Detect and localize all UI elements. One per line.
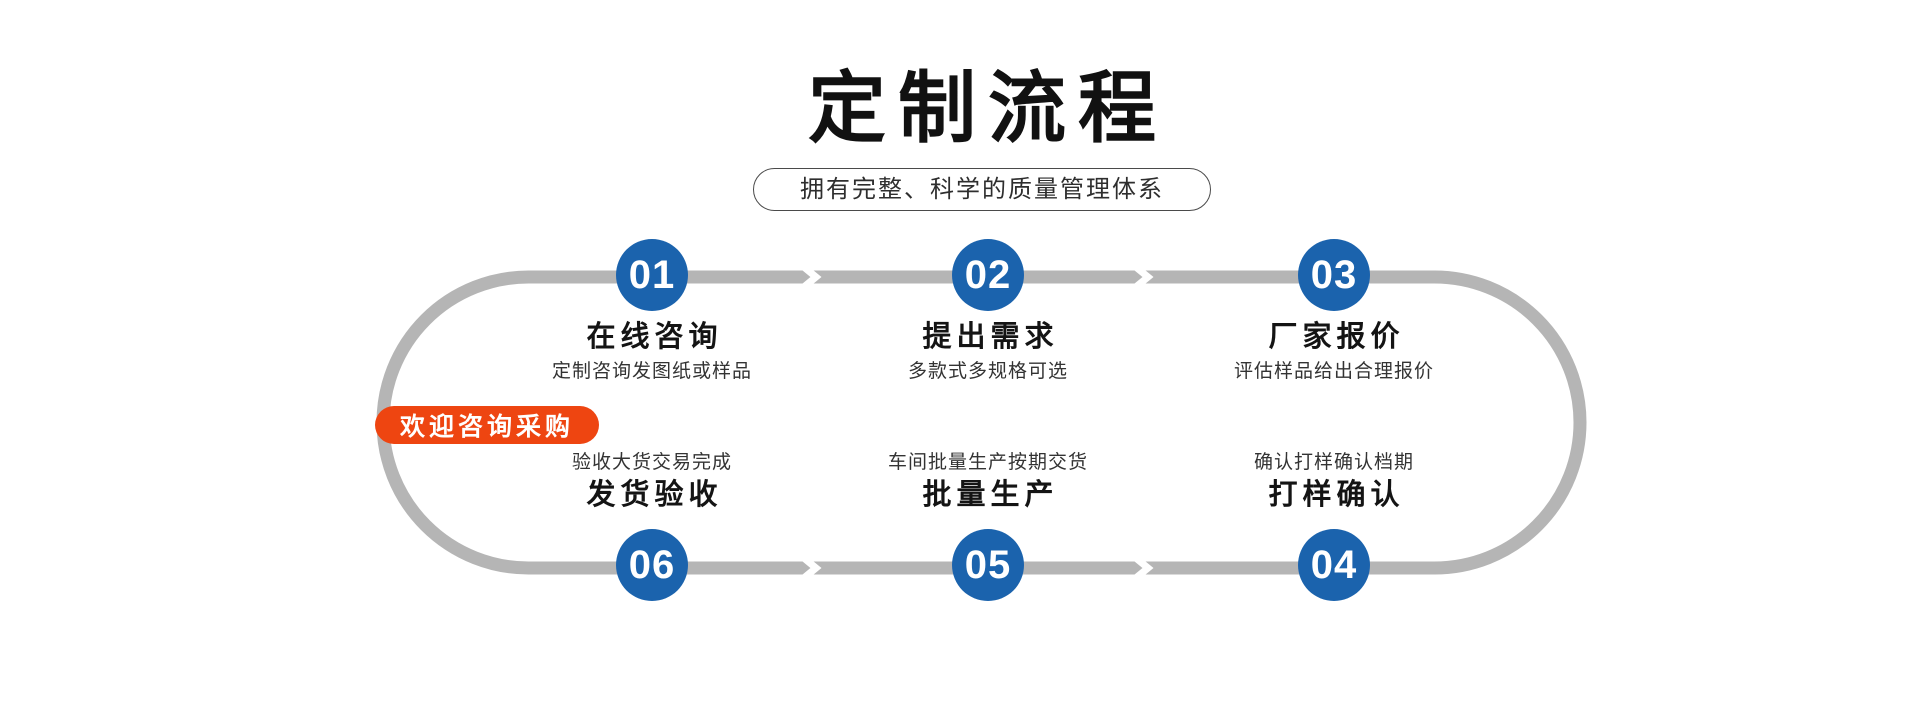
step-title: 在线咨询: [586, 321, 723, 353]
step-02-number-circle: 02: [952, 239, 1024, 311]
step-group-01: 01 在线咨询 定制咨询发图纸或样品: [482, 239, 822, 384]
step-number: 02: [964, 253, 1012, 297]
step-desc: 多款式多规格可选: [907, 360, 1068, 382]
step-03-number-circle: 03: [1298, 239, 1370, 311]
step-05-number-circle: 05: [952, 528, 1024, 601]
step-title: 打样确认: [1268, 478, 1405, 511]
step-desc: 车间批量生产按期交货: [887, 452, 1088, 473]
arrow-right-icon: [1128, 551, 1154, 585]
step-title: 发货验收: [586, 478, 723, 511]
arrow-right-icon: [1128, 260, 1154, 294]
welcome-badge-label: 欢迎咨询采购: [400, 413, 575, 441]
step-number: 05: [964, 542, 1012, 587]
step-04-number-circle: 04: [1298, 528, 1370, 601]
step-group-04: 确认打样确认档期 打样确认 04: [1164, 452, 1504, 601]
step-group-02: 02 提出需求 多款式多规格可选: [818, 239, 1158, 384]
step-title: 厂家报价: [1268, 321, 1405, 353]
step-group-06: 验收大货交易完成 发货验收 06: [482, 452, 822, 601]
step-number: 06: [628, 542, 676, 587]
subtitle-pill: 拥有完整、科学的质量管理体系: [753, 167, 1211, 211]
step-desc: 评估样品给出合理报价: [1233, 360, 1434, 382]
arrow-right-icon: [796, 551, 822, 585]
step-desc: 定制咨询发图纸或样品: [551, 360, 752, 382]
step-number: 01: [628, 253, 676, 297]
step-title: 提出需求: [922, 321, 1059, 353]
step-06-number-circle: 06: [616, 528, 688, 601]
step-number: 03: [1310, 253, 1358, 297]
subtitle-text: 拥有完整、科学的质量管理体系: [800, 175, 1164, 203]
step-01-number-circle: 01: [616, 239, 688, 311]
page-title: 定制流程: [807, 64, 1168, 152]
step-group-03: 03 厂家报价 评估样品给出合理报价: [1164, 239, 1504, 384]
step-group-05: 车间批量生产按期交货 批量生产 05: [818, 452, 1158, 601]
welcome-badge: 欢迎咨询采购: [375, 406, 600, 444]
arrow-right-icon: [796, 260, 822, 294]
step-number: 04: [1310, 542, 1358, 587]
step-desc: 确认打样确认档期: [1253, 452, 1414, 473]
loop-track: [376, 270, 1587, 575]
step-desc: 验收大货交易完成: [571, 452, 732, 473]
step-title: 批量生产: [922, 478, 1059, 511]
section-header: 定制流程 拥有完整、科学的质量管理体系: [22, 0, 1920, 211]
